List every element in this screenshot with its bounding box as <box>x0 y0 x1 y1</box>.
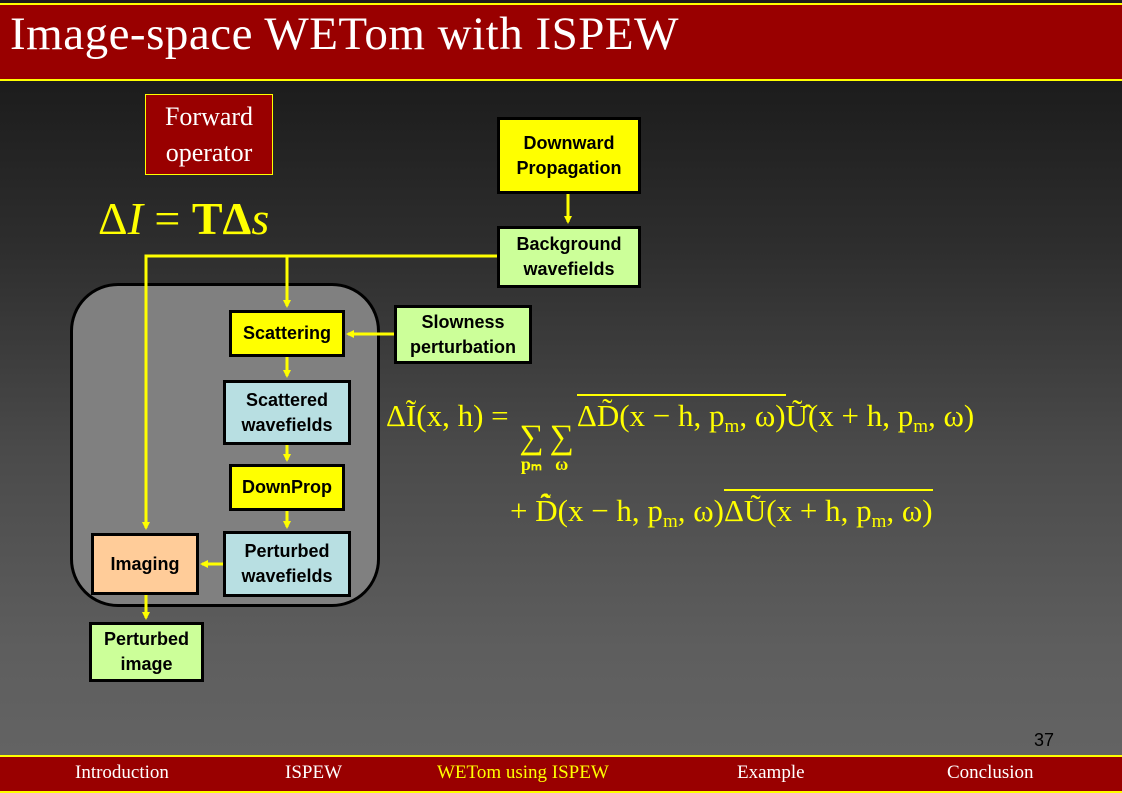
background-wavefields-box: Background wavefields <box>497 226 641 288</box>
eq-part: = <box>142 193 192 244</box>
box-label: wavefields <box>523 259 615 279</box>
sum-symbol: ∑ <box>549 419 574 456</box>
slide-title: Image-space WETom with ISPEW <box>10 8 679 60</box>
arrow-background-to-imaging <box>142 254 497 530</box>
eq-part: , ω) <box>739 398 786 433</box>
nav-example[interactable]: Example <box>737 762 805 783</box>
box-label: Scattering <box>242 323 332 343</box>
box-label: Propagation <box>516 157 622 178</box>
slowness-perturbation-box: Slowness perturbation <box>394 305 532 364</box>
box-label: Slowness <box>421 311 505 332</box>
box-label: DownProp <box>242 477 332 497</box>
box-label: wavefields <box>241 566 333 586</box>
nav-conclusion[interactable]: Conclusion <box>947 762 1034 783</box>
conjugate-term: ΔŨ(x + h, pm, ω) <box>723 489 933 532</box>
nav-wetom-using-ispew[interactable]: WETom using ISPEW <box>437 762 609 783</box>
box-label: perturbation <box>410 336 516 357</box>
sum-symbol: ∑ <box>519 419 544 456</box>
box-label: Perturbed <box>244 541 330 561</box>
eq-sub: m <box>662 511 678 532</box>
scattering-box: Scattering <box>229 310 345 357</box>
perturbed-wavefields-box: Perturbed wavefields <box>223 531 351 597</box>
imaging-equation-line2: + D̃̂(x − h, pm, ω)ΔŨ(x + h, pm, ω) <box>510 489 933 533</box>
eq-part: D̃̂(x − h, p <box>535 493 663 528</box>
eq-sub: m <box>724 416 740 437</box>
box-label: Perturbed <box>103 629 190 649</box>
eq-part: TΔ <box>191 193 252 244</box>
conjugate-term: ΔD̃(x − h, pm, ω) <box>576 394 786 437</box>
forward-equation: ΔI = TΔs <box>98 192 269 245</box>
eq-part: I <box>127 193 143 244</box>
forward-operator-label: Forward operator <box>145 94 273 175</box>
footer-nav: Introduction ISPEW WETom using ISPEW Exa… <box>0 755 1122 793</box>
box-label: image <box>120 654 173 674</box>
sum-index: ω <box>555 454 569 474</box>
eq-part: ΔŨ(x + h, p <box>723 493 872 528</box>
downprop-box: DownProp <box>229 464 345 511</box>
box-label: Downward <box>523 132 615 153</box>
sum-omega: ∑ω <box>549 419 574 474</box>
eq-lhs: ΔĨ(x, h) = <box>386 398 509 433</box>
forward-label-line2: operator <box>165 138 253 167</box>
eq-sub: m <box>913 416 929 437</box>
eq-part: + <box>510 493 536 528</box>
eq-part: Δ <box>98 193 128 244</box>
box-label: Background <box>516 234 622 254</box>
eq-part: , ω) <box>886 493 933 528</box>
eq-part: ΔD̃(x − h, p <box>576 398 725 433</box>
box-label: wavefields <box>241 414 333 435</box>
imaging-box: Imaging <box>91 533 199 595</box>
forward-label-line1: Forward <box>164 102 254 131</box>
eq-part: , ω) <box>928 398 975 433</box>
eq-part: , ω) <box>677 493 724 528</box>
eq-sub: m <box>871 511 887 532</box>
nav-introduction[interactable]: Introduction <box>75 762 169 783</box>
perturbed-image-box: Perturbed image <box>89 622 204 682</box>
sum-pm: ∑pₘ <box>519 419 544 474</box>
box-label: Imaging <box>110 553 180 574</box>
nav-ispew[interactable]: ISPEW <box>285 762 342 783</box>
box-label: Scattered <box>245 389 329 410</box>
sum-index: pₘ <box>520 454 543 474</box>
page-number: 37 <box>1034 730 1055 750</box>
eq-part: Ũ̂(x + h, p <box>785 398 914 433</box>
title-bar: Image-space WETom with ISPEW <box>0 3 1122 81</box>
eq-part: s <box>251 193 270 244</box>
scattered-wavefields-box: Scattered wavefields <box>223 380 351 445</box>
